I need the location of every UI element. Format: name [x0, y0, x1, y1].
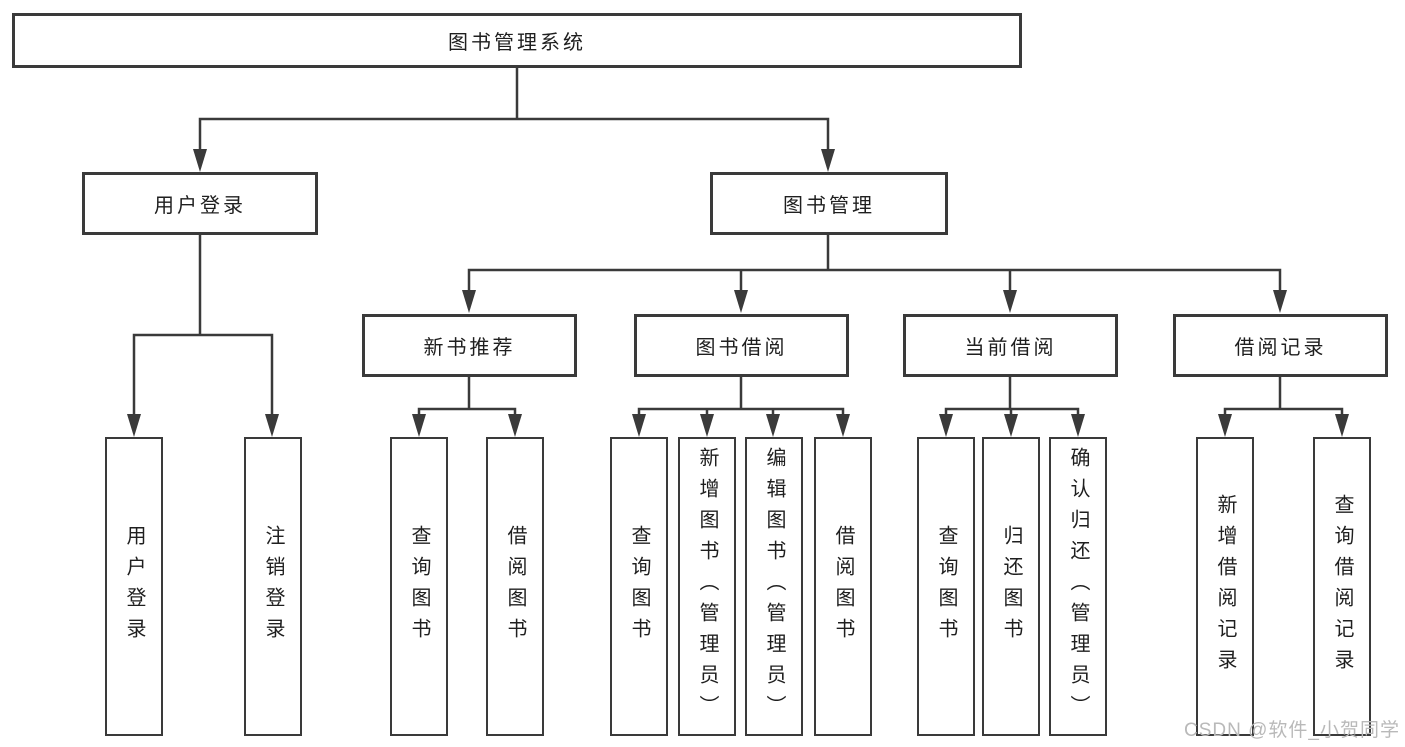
leaf-add-borrow-record: 新增借阅记录 — [1196, 437, 1254, 736]
leaf-query-books-recommend: 查询图书 — [390, 437, 448, 736]
node-label: 确认归还（管理员） — [1067, 447, 1089, 726]
leaf-borrow-books-recommend: 借阅图书 — [486, 437, 544, 736]
leaf-confirm-return-admin: 确认归还（管理员） — [1049, 437, 1107, 736]
csdn-watermark: CSDN @软件_小贺同学 — [1184, 720, 1400, 741]
node-borrow-records: 借阅记录 — [1173, 314, 1388, 377]
node-label: 查询图书 — [628, 524, 650, 649]
node-current-borrow: 当前借阅 — [903, 314, 1118, 377]
leaf-edit-books-admin: 编辑图书（管理员） — [745, 437, 803, 736]
node-book-borrow: 图书借阅 — [634, 314, 849, 377]
node-label: 当前借阅 — [964, 337, 1057, 359]
node-label: 查询图书 — [935, 524, 957, 649]
leaf-logout: 注销登录 — [244, 437, 302, 736]
node-label: 新增借阅记录 — [1214, 493, 1236, 680]
node-user-login: 用户登录 — [82, 172, 318, 235]
node-new-book-recommend: 新书推荐 — [362, 314, 577, 377]
node-label: 图书借阅 — [695, 337, 788, 359]
node-label: 借阅图书 — [504, 524, 526, 649]
leaf-query-borrow-record: 查询借阅记录 — [1313, 437, 1371, 736]
node-book-management: 图书管理 — [710, 172, 948, 235]
node-label: 编辑图书（管理员） — [763, 447, 785, 726]
node-label: 归还图书 — [1000, 524, 1022, 649]
node-label: 用户登录 — [123, 524, 145, 649]
leaf-query-books-borrow: 查询图书 — [610, 437, 668, 736]
node-label: 借阅图书 — [832, 524, 854, 649]
node-label: 借阅记录 — [1234, 337, 1327, 359]
node-label: 新增图书（管理员） — [696, 447, 718, 726]
node-label: 图书管理系统 — [448, 32, 586, 54]
node-label: 注销登录 — [262, 524, 284, 649]
node-label: 查询借阅记录 — [1331, 493, 1353, 680]
leaf-user-login: 用户登录 — [105, 437, 163, 736]
leaf-return-books: 归还图书 — [982, 437, 1040, 736]
leaf-add-books-admin: 新增图书（管理员） — [678, 437, 736, 736]
node-label: 用户登录 — [154, 195, 246, 217]
node-label: 查询图书 — [408, 524, 430, 649]
leaf-borrow-books: 借阅图书 — [814, 437, 872, 736]
node-label: 图书管理 — [783, 195, 875, 217]
node-label: 新书推荐 — [423, 337, 516, 359]
leaf-query-books-current: 查询图书 — [917, 437, 975, 736]
node-library-management-system: 图书管理系统 — [12, 13, 1022, 68]
